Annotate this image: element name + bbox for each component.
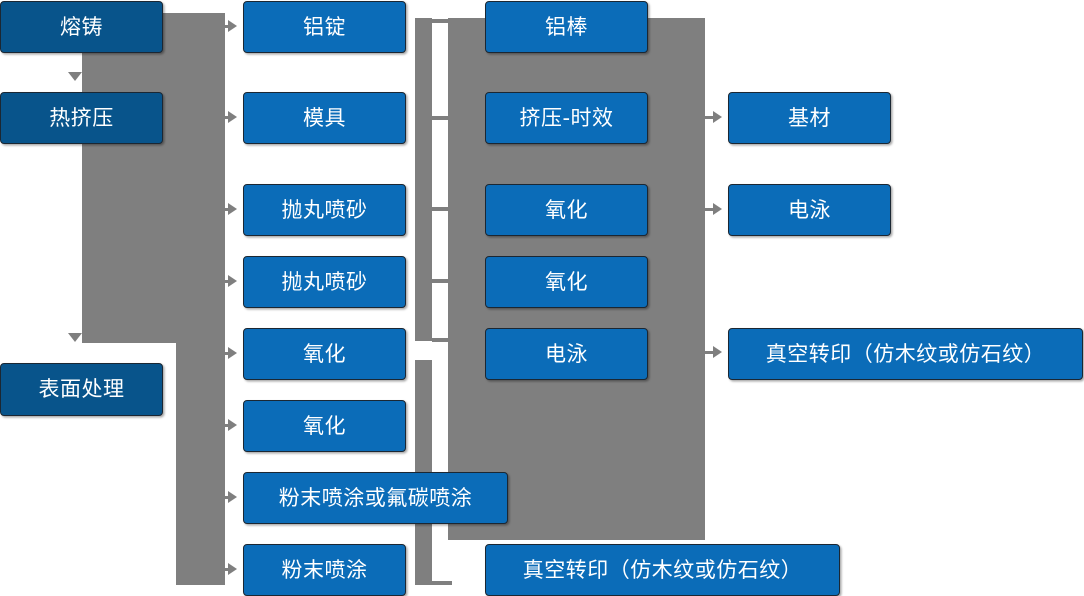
- arrow-stem-to-jicai: [703, 116, 715, 119]
- arrow-to-yanghua-1: [228, 347, 237, 359]
- node-yanghua-2[interactable]: 氧化: [243, 400, 406, 452]
- node-fenmo-2[interactable]: 粉末喷涂: [243, 544, 406, 596]
- connector-stub-3: [432, 207, 452, 211]
- connector-stub-6: [432, 581, 452, 585]
- connector-bar-stage-to-process1-upper: [82, 13, 225, 343]
- arrow-to-ludding: [228, 20, 237, 32]
- node-zhenkong-2[interactable]: 真空转印（仿木纹或仿石纹）: [728, 328, 1083, 380]
- node-ludding[interactable]: 铝锭: [243, 1, 406, 53]
- arrow-to-fenmo-2: [228, 563, 237, 575]
- connector-stub-1: [432, 19, 452, 23]
- node-dianyong-2[interactable]: 电泳: [728, 184, 891, 236]
- node-rongzhu[interactable]: 熔铸: [0, 1, 163, 53]
- connector-bar-stage-to-process1-lower: [176, 343, 225, 585]
- node-zhenkong-1[interactable]: 真空转印（仿木纹或仿石纹）: [485, 544, 840, 596]
- connector-bar-process1-spine-upper: [415, 18, 432, 341]
- node-jiya-shixiao[interactable]: 挤压-时效: [485, 92, 648, 144]
- node-jicai[interactable]: 基材: [728, 92, 891, 144]
- node-muju[interactable]: 模具: [243, 92, 406, 144]
- arrow-stem-to-zhenkong-2: [703, 351, 715, 354]
- node-fenmo-1[interactable]: 粉末喷涂或氟碳喷涂: [243, 472, 508, 524]
- arrow-to-jicai: [713, 111, 722, 123]
- node-biaomian[interactable]: 表面处理: [0, 363, 163, 416]
- connector-stub-4: [432, 279, 452, 283]
- arrow-to-paowan-2: [228, 275, 237, 287]
- arrow-down-rongzhu-to-rejiya: [68, 72, 82, 81]
- arrow-stem-to-dianyong-2: [703, 208, 715, 211]
- arrow-stem-to-fenmo-2: [216, 568, 230, 571]
- connector-stub-5: [432, 338, 452, 342]
- arrow-stem-to-fenmo-1: [216, 496, 230, 499]
- arrow-stem-to-yanghua-2: [216, 424, 230, 427]
- arrow-to-dianyong-2: [713, 203, 722, 215]
- node-lubang[interactable]: 铝棒: [485, 1, 648, 53]
- arrow-stem-to-ludding: [216, 25, 230, 28]
- arrow-stem-to-paowan-2: [216, 280, 230, 283]
- node-paowan-1[interactable]: 抛丸喷砂: [243, 184, 406, 236]
- arrow-stem-to-yanghua-1: [216, 352, 230, 355]
- node-paowan-2[interactable]: 抛丸喷砂: [243, 256, 406, 308]
- arrow-to-zhenkong-2: [713, 346, 722, 358]
- node-yanghua-1[interactable]: 氧化: [243, 328, 406, 380]
- node-yanghua-3[interactable]: 氧化: [485, 184, 648, 236]
- node-yanghua-4[interactable]: 氧化: [485, 256, 648, 308]
- node-dianyong-1[interactable]: 电泳: [485, 328, 648, 380]
- arrow-to-fenmo-1: [228, 491, 237, 503]
- arrow-down-rejiya-to-biaomian: [68, 333, 82, 342]
- node-rejiya[interactable]: 热挤压: [0, 92, 163, 144]
- arrow-stem-to-muju: [216, 116, 230, 119]
- arrow-to-yanghua-2: [228, 419, 237, 431]
- connector-stub-2: [432, 116, 452, 120]
- arrow-to-muju: [228, 111, 237, 123]
- arrow-to-paowan-1: [228, 203, 237, 215]
- arrow-stem-to-paowan-1: [216, 208, 230, 211]
